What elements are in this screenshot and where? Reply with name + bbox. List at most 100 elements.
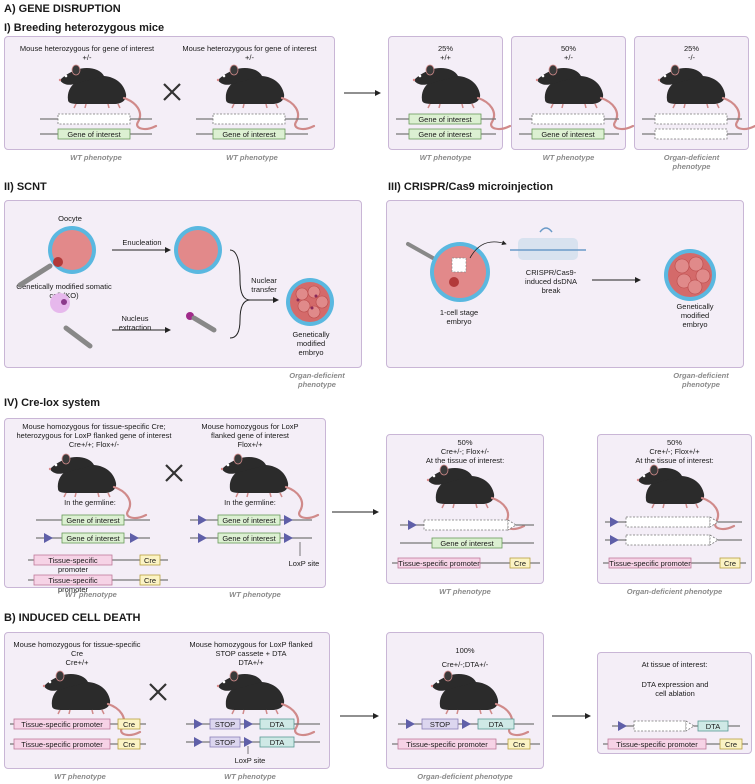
phenotype-label: WT phenotype — [70, 153, 122, 162]
gene-label: Gene of interest — [67, 130, 121, 139]
gene-label: Gene of interest — [541, 130, 595, 139]
promoter-label: Tissue-specific promoter — [609, 559, 691, 568]
dta-label: DTA — [269, 738, 285, 747]
pipette-icon — [191, 315, 217, 333]
somatic-cell-icon — [50, 293, 70, 313]
stop-label: STOP — [214, 720, 236, 729]
section-a4-title: IV) Cre-lox system — [4, 397, 100, 409]
cre-label: Cre — [723, 559, 737, 568]
phenotype-label: WT phenotype — [542, 153, 595, 162]
promoter-label: Tissue-specific promoter — [398, 559, 480, 568]
promoter-label: Tissue-specific promoter — [21, 740, 103, 749]
phenotype-label: WT phenotype — [439, 587, 491, 596]
offspring3-percent: 25% — [683, 44, 699, 53]
dsdna-break-label: CRISPR/Cas9-induced dsDNA break — [524, 268, 578, 295]
section-a1-title: I) Breeding heterozygous mice — [4, 22, 165, 34]
oocyte-label: Oocyte — [58, 214, 82, 223]
phenotype-label: Organ-deficient phenotype — [673, 371, 729, 389]
section-a-title: A) GENE DISRUPTION — [4, 3, 121, 15]
cas9-icon — [510, 227, 586, 260]
crelox-parent1-label: Mouse homozygous for tissue-specific Cre… — [16, 422, 172, 440]
arrow-icon — [469, 240, 507, 259]
enucleation-label: Enucleation — [122, 238, 162, 247]
gene-label: Gene of interest — [418, 130, 472, 139]
crelox-parent2-label: Mouse homozygous for LoxP flanked gene o… — [201, 422, 299, 440]
dta-label: DTA — [269, 720, 285, 729]
phenotype-label: Organ-deficient phenotype — [663, 153, 720, 171]
scnt-embryo-label: Genetically modified embryo — [292, 330, 330, 357]
promoter-label: Tissue-specific promoter — [21, 720, 103, 729]
crelox-parent2-genotype: Flox+/+ — [237, 440, 263, 449]
gene-label: Gene of interest — [222, 534, 276, 543]
phenotype-label: WT phenotype — [65, 590, 117, 599]
embryo-icon — [664, 249, 716, 301]
death-tissue-panel — [597, 652, 752, 754]
promoter-label: Tissue-specific promoter — [616, 740, 698, 749]
phenotype-label: WT phenotype — [224, 772, 276, 781]
crelox-offspring1-percent: 50% — [457, 438, 473, 447]
gene-label: Gene of interest — [222, 516, 276, 525]
one-cell-embryo-label: 1-cell stage embryo — [439, 308, 479, 326]
pipette-icon — [63, 325, 93, 349]
gene-label: Gene of interest — [440, 539, 494, 548]
dta-label: DTA — [488, 720, 504, 729]
gene-label: Gene of interest — [66, 516, 120, 525]
cre-label: Cre — [512, 740, 526, 749]
cross-icon — [149, 683, 167, 701]
dta-label: DTA — [705, 722, 721, 731]
tissue-label: At the tissue of interest: — [425, 456, 505, 465]
parent2-label: Mouse heterozygous for gene of interest — [182, 44, 317, 53]
death-parent2-genotype: DTA+/+ — [238, 658, 264, 667]
phenotype-label: Organ-deficient phenotype — [289, 371, 345, 389]
loxp-site-label: LoxP site — [288, 559, 320, 568]
crelox-offspring1-genotype: Cre+/-; Flox+/- — [440, 447, 490, 456]
germline-label: In the germline: — [224, 498, 276, 507]
tissue-label: At tissue of interest: — [641, 660, 708, 669]
stop-label: STOP — [429, 720, 451, 729]
crispr-embryo-label: Genetically modified embryo — [676, 302, 714, 329]
tissue-label: At the tissue of interest: — [635, 456, 714, 465]
germline-label: In the germline: — [64, 498, 116, 507]
crelox-offspring2-percent: 50% — [666, 438, 682, 447]
death-parent1-genotype: Cre+/+ — [65, 658, 89, 667]
parent2-genotype: +/- — [245, 53, 254, 62]
gene-label: Gene of interest — [222, 130, 276, 139]
offspring1-genotype: +/+ — [440, 53, 451, 62]
offspring3-genotype: -/- — [687, 53, 696, 62]
promoter-label: Tissue-specific promoter — [48, 576, 98, 594]
section-b-title: B) INDUCED CELL DEATH — [4, 612, 141, 624]
parent1-genotype: +/- — [82, 53, 92, 62]
phenotype-label: Organ-deficient phenotype — [626, 587, 723, 596]
cre-label: Cre — [122, 720, 136, 729]
crelox-offspring2-genotype: Cre+/-; Flox+/+ — [649, 447, 700, 456]
nuclear-transfer-label: Nuclear transfer — [251, 276, 277, 294]
cre-label: Cre — [513, 559, 527, 568]
cre-label: Cre — [122, 740, 136, 749]
embryo-icon — [286, 278, 334, 326]
gene-label: Gene of interest — [418, 115, 472, 124]
cre-label: Cre — [724, 740, 738, 749]
crelox-parent1-genotype: Cre+/+; Flox+/- — [68, 440, 120, 449]
parent1-label: Mouse heterozygous for gene of interest — [19, 44, 155, 53]
offspring1-percent: 25% — [437, 44, 453, 53]
phenotype-label: Organ-deficient phenotype — [417, 772, 513, 781]
promoter-label: Tissue-specific promoter — [406, 740, 488, 749]
phenotype-label: WT phenotype — [226, 153, 278, 162]
phenotype-label: WT phenotype — [54, 772, 106, 781]
cross-icon — [163, 83, 181, 101]
section-a2-title: II) SCNT — [4, 181, 47, 193]
offspring2-genotype: +/- — [564, 53, 573, 62]
phenotype-label: WT phenotype — [419, 153, 472, 162]
cre-label: Cre — [143, 556, 157, 565]
death-parent1-label: Mouse homozygous for tissue-specific Cre — [13, 640, 141, 658]
offspring2-percent: 50% — [560, 44, 576, 53]
stop-label: STOP — [214, 738, 236, 747]
death-parent2-label: Mouse homozygous for LoxP flanked STOP c… — [189, 640, 313, 658]
gene-label: Gene of interest — [66, 534, 120, 543]
loxp-site-label: LoxP site — [234, 756, 266, 765]
